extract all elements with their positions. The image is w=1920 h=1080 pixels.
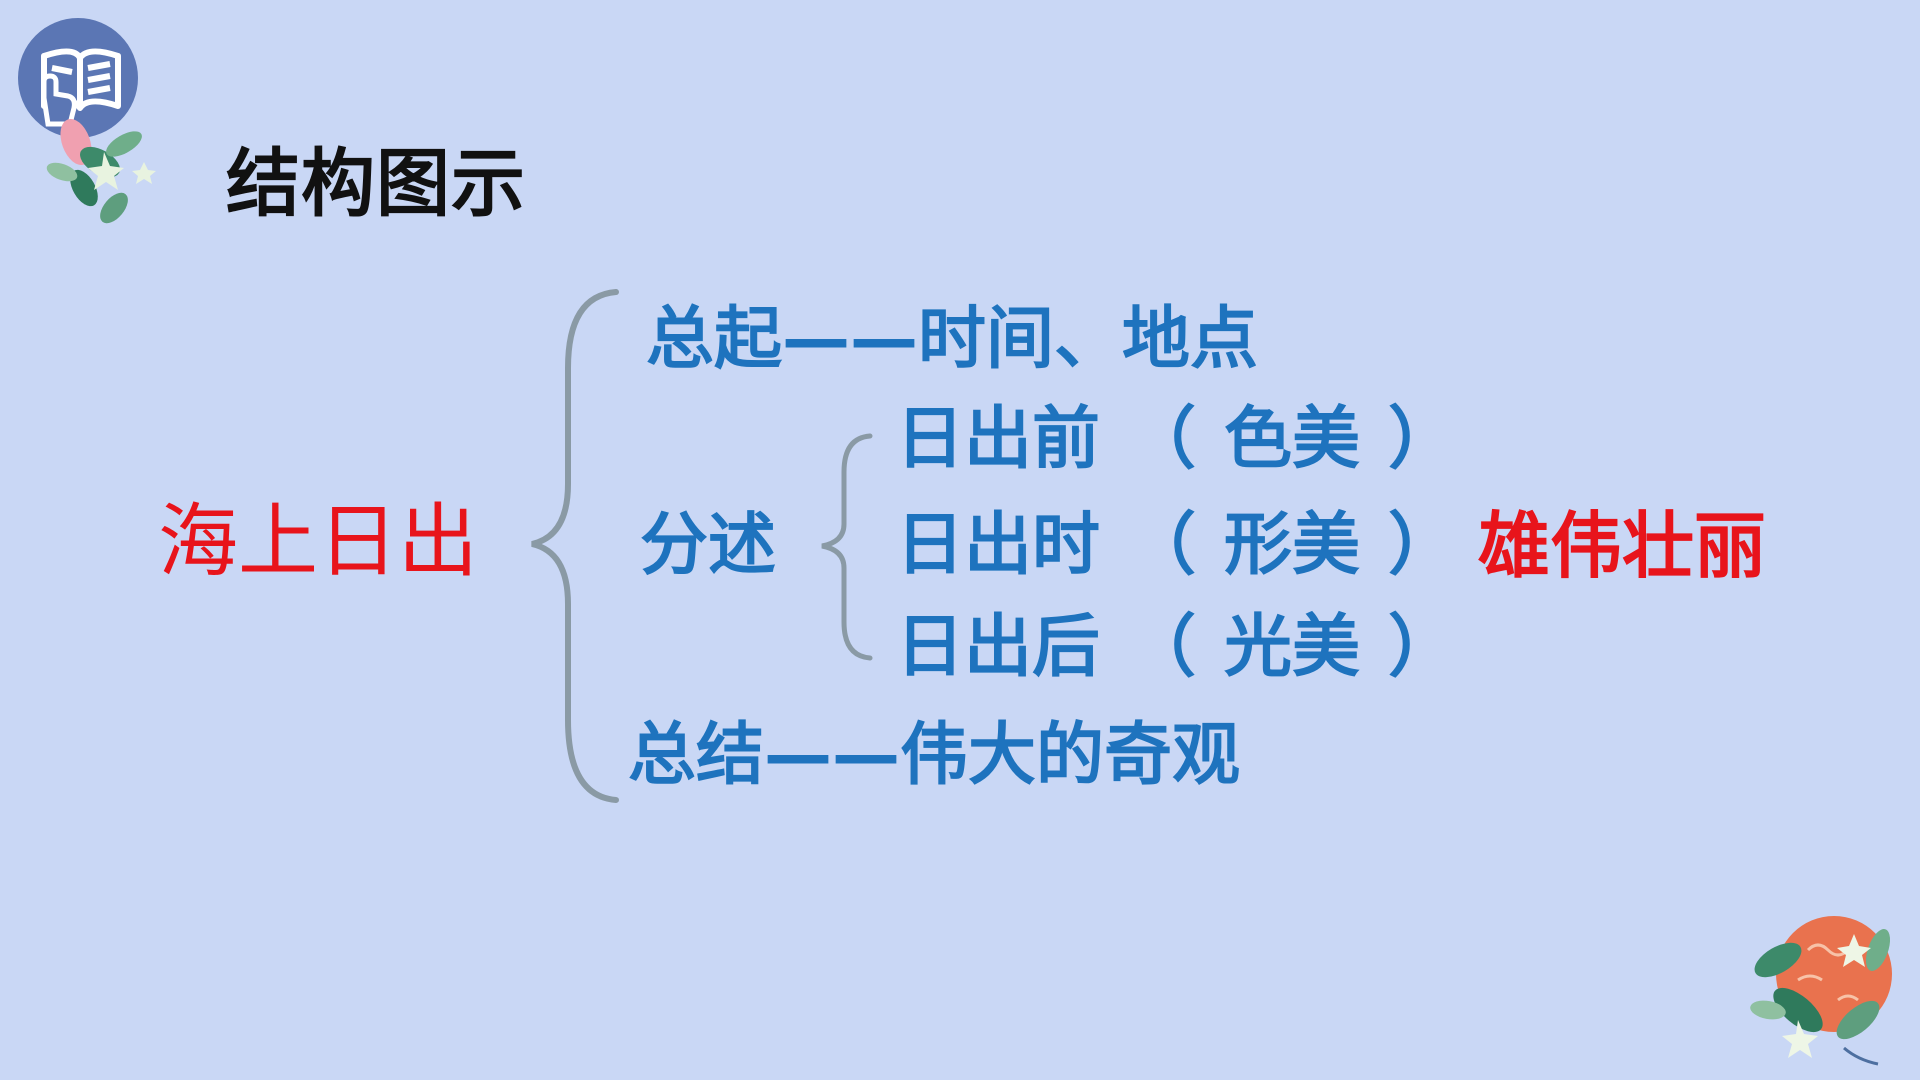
paren-open: （ [1128,400,1197,479]
paren-open: （ [1128,506,1197,585]
detail-item-aspect: 色美 [1224,400,1361,479]
diagram-root: 海上日出 [158,495,478,588]
summary-dash: —— [764,716,901,795]
sub-brace [821,433,873,661]
summary-row: 总结——伟大的奇观 [628,722,1240,790]
paren-close: ） [1388,506,1457,585]
leaf-bouquet-icon [1750,916,1892,1066]
main-brace [531,289,619,803]
detail-item-before: 日出前（色美） [896,406,1484,474]
detail-item-text: 日出后 [896,608,1101,687]
paren-close: ） [1388,608,1457,687]
detail-item-text: 日出时 [896,506,1101,585]
summary-content: 伟大的奇观 [900,716,1241,795]
detail-item-aspect: 光美 [1224,608,1361,687]
detail-item-text: 日出前 [896,400,1101,479]
overview-row: 总起——时间、地点 [646,306,1258,374]
summary-label: 总结 [628,716,765,795]
book-hand-icon [18,18,156,224]
overview-content: 时间、地点 [918,300,1259,379]
paren-close: ） [1388,400,1457,479]
page-title: 结构图示 [226,141,526,227]
paren-open: （ [1128,608,1197,687]
detail-label: 分述 [640,506,777,585]
overview-dash: —— [782,300,919,379]
diagram-conclusion: 雄伟壮丽 [1478,504,1767,588]
overview-label: 总起 [646,300,783,379]
detail-item-during: 日出时（形美） [896,512,1484,580]
leaf-bouquet-icon [46,118,156,224]
detail-item-aspect: 形美 [1224,506,1361,585]
detail-item-after: 日出后（光美） [896,614,1484,682]
